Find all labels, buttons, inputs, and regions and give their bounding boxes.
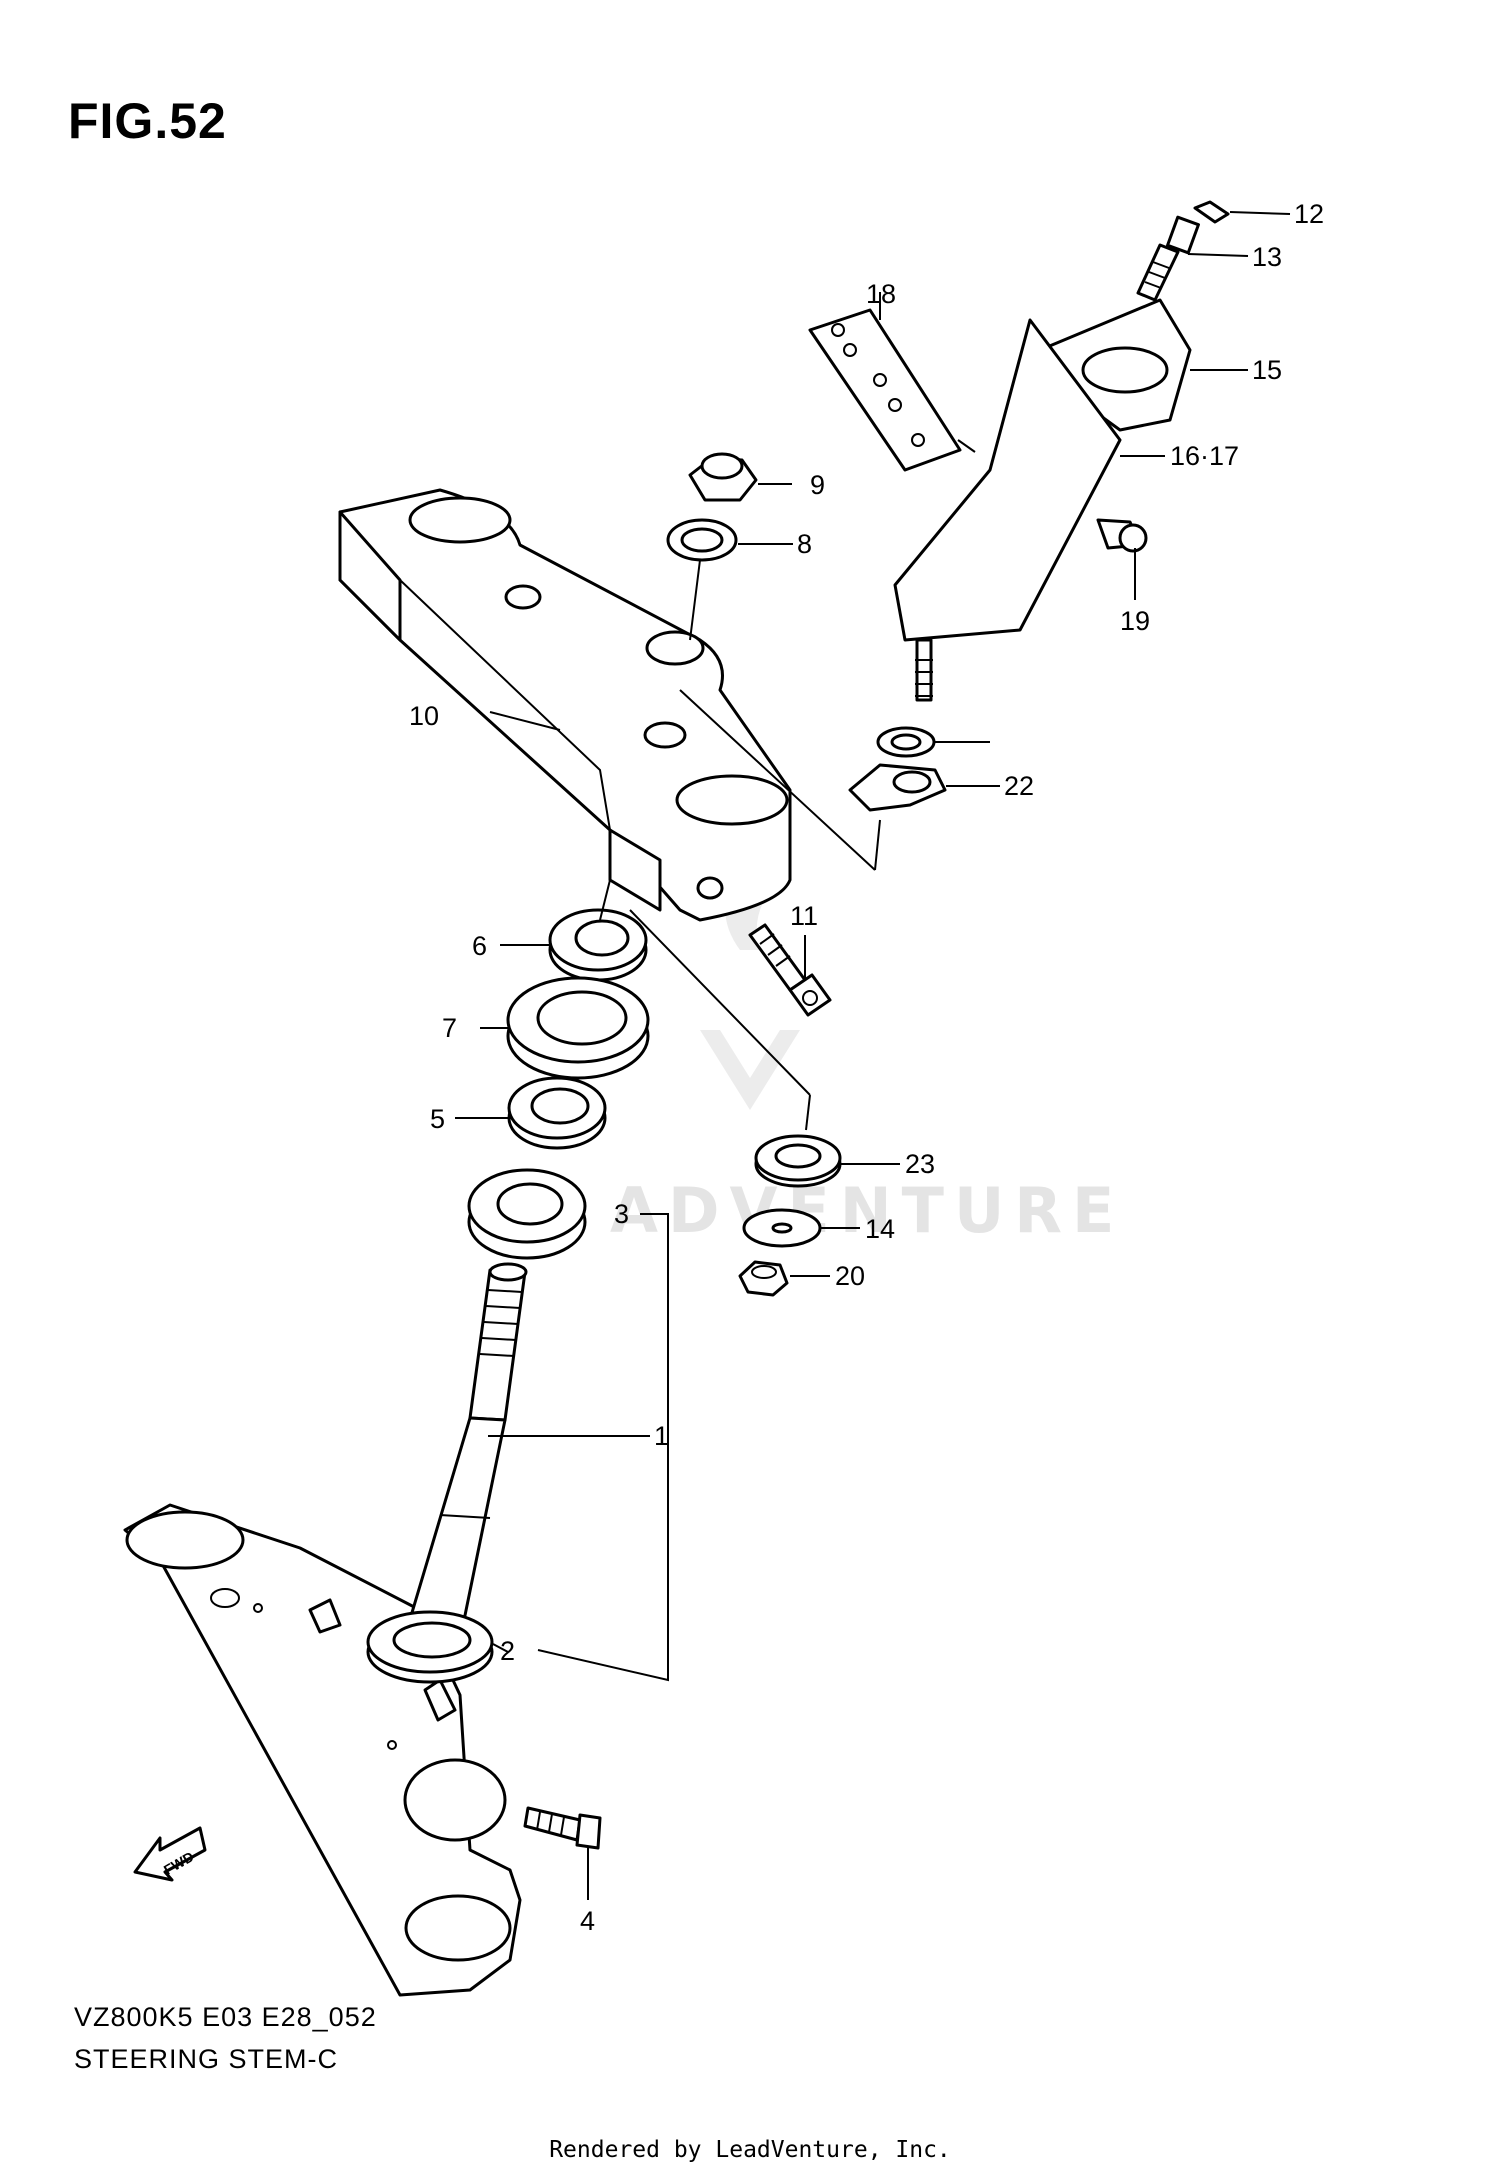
watermark-text: ADVENTURE: [610, 1174, 1124, 1247]
callout-9: 9: [810, 470, 825, 500]
clamp-plate-part: [808, 308, 962, 472]
callout-11: 11: [790, 901, 818, 931]
seal-2-part: [366, 1610, 494, 1684]
callout-16-17: 16·17: [1170, 441, 1239, 471]
rendered-by-footer: Rendered by LeadVenture, Inc.: [549, 2137, 951, 2163]
callout-2: 2: [500, 1636, 515, 1666]
steering-stem-part: [406, 1262, 528, 1632]
callout-1: 1: [654, 1421, 669, 1451]
dust-seal-7-part: [506, 976, 650, 1080]
upper-bracket-part: [338, 488, 792, 922]
washer-14-part: [742, 1208, 822, 1248]
washer-8-part: [666, 518, 738, 562]
section-name: STEERING STEM-C: [74, 2044, 339, 2074]
nut-9-part: [688, 452, 758, 502]
bolt-11-part: [748, 923, 832, 1017]
race-22-part: [754, 1134, 842, 1188]
callout-22: 23: [905, 1149, 935, 1179]
handlebar-riser-part: [893, 298, 1192, 702]
nut-6-part: [548, 908, 648, 982]
callout-6: 6: [472, 931, 487, 961]
callout-3: 3: [614, 1199, 629, 1229]
callout-4: 4: [580, 1906, 595, 1936]
callout-15: 15: [1252, 355, 1282, 385]
callout-13: 13: [1252, 242, 1282, 272]
bolt-12-13-part: [1136, 200, 1230, 302]
fwd-arrow-icon: FWD: [133, 1826, 207, 1882]
model-code: VZ800K5 E03 E28_052: [74, 2002, 377, 2032]
bearing-5-part: [507, 1076, 607, 1150]
callout-12: 12: [1294, 199, 1324, 229]
callout-20: 20: [835, 1261, 865, 1291]
callout-10: 10: [409, 701, 439, 731]
bolt-19-part: [1096, 518, 1148, 553]
leader-lines: [455, 211, 1291, 1900]
plate-21-part: [848, 763, 947, 812]
nut-20-part: [738, 1260, 789, 1297]
bearing-3-part: [467, 1168, 587, 1260]
assembly-guide-lines: [599, 439, 976, 1131]
bolt-4-part: [523, 1806, 602, 1850]
leadventure-watermark: ADVENTURE: [610, 860, 1124, 1247]
callout-labels: 12 13 15 16·17 18 19 9 8 10 22 11 6 7 5 …: [409, 199, 1324, 1936]
callout-14: 14: [865, 1214, 895, 1244]
callout-18: 18: [866, 279, 896, 309]
washer-23-part: [876, 726, 936, 758]
callout-7: 7: [442, 1013, 457, 1043]
callout-8: 8: [797, 529, 812, 559]
callout-21: 22: [1004, 771, 1034, 801]
callout-19: 19: [1120, 606, 1150, 636]
figure-title: FIG.52: [68, 93, 227, 149]
callout-5: 5: [430, 1104, 445, 1134]
